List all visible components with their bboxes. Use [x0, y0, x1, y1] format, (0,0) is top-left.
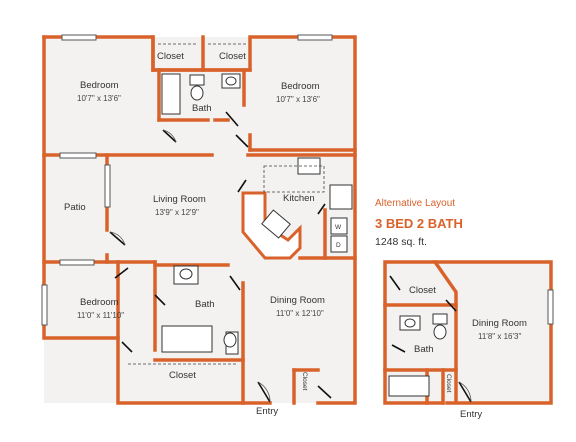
dryer-label: D	[336, 242, 341, 249]
toilet-1-icon	[189, 74, 205, 86]
main-walls	[42, 35, 357, 405]
windows	[41, 34, 333, 326]
room-label-dining-room: Dining Room	[270, 295, 325, 306]
washer-label: W	[335, 224, 342, 231]
room-size-bedroom-3: 11'0" x 11'10"	[77, 311, 124, 320]
room-label-bedroom-3: Bedroom	[80, 297, 119, 308]
room-size-bedroom-1: 10'7" x 13'6"	[77, 94, 121, 103]
washer-icon	[330, 217, 348, 235]
bathtub-1-icon	[161, 73, 181, 115]
doors	[109, 111, 332, 403]
room-label-closet-2: Closet	[219, 51, 246, 62]
alt-closet-label: Closet	[409, 285, 436, 296]
alt-bathtub-icon	[388, 375, 430, 397]
entry-label: Entry	[256, 406, 278, 417]
alt-small-closet-label: Closet	[445, 374, 452, 393]
room-size-living-room: 13'9" x 12'9"	[155, 208, 199, 217]
room-size-dining-room: 11'0" x 12'10"	[276, 309, 324, 318]
room-label-bath-2: Bath	[195, 299, 215, 310]
room-label-kitchen: Kitchen	[283, 193, 315, 204]
alternative-layout-label: Alternative Layout	[375, 198, 456, 209]
alt-dining-room-label: Dining Room	[472, 318, 527, 329]
room-size-bedroom-2: 10'7" x 13'6"	[276, 95, 320, 104]
alt-bath-label: Bath	[414, 344, 434, 355]
upper-cabinets	[263, 165, 325, 193]
alt-dining-room-size: 11'8" x 16'3"	[478, 332, 521, 341]
room-label-bath-1: Bath	[192, 103, 212, 114]
bathtub-2-icon	[161, 325, 213, 353]
kitchen-counter	[241, 191, 302, 260]
kitchen-sink-icon	[261, 209, 291, 239]
fridge-icon	[329, 184, 353, 210]
room-label-closet-1: Closet	[157, 51, 184, 62]
alt-entry-label: Entry	[460, 409, 482, 420]
room-label-bedroom-2: Bedroom	[281, 81, 320, 92]
layout-title: 3 BED 2 BATH	[375, 216, 463, 231]
room-label-closet-3: Closet	[169, 370, 196, 381]
square-footage: 1248 sq. ft.	[375, 236, 427, 248]
alt-toilet-icon	[432, 313, 448, 325]
room-label-bedroom-1: Bedroom	[80, 80, 119, 91]
dryer-icon	[330, 235, 348, 253]
room-label-living-room: Living Room	[153, 194, 206, 205]
room-label-closet-4: Closet	[301, 372, 308, 391]
room-label-patio: Patio	[64, 202, 86, 213]
